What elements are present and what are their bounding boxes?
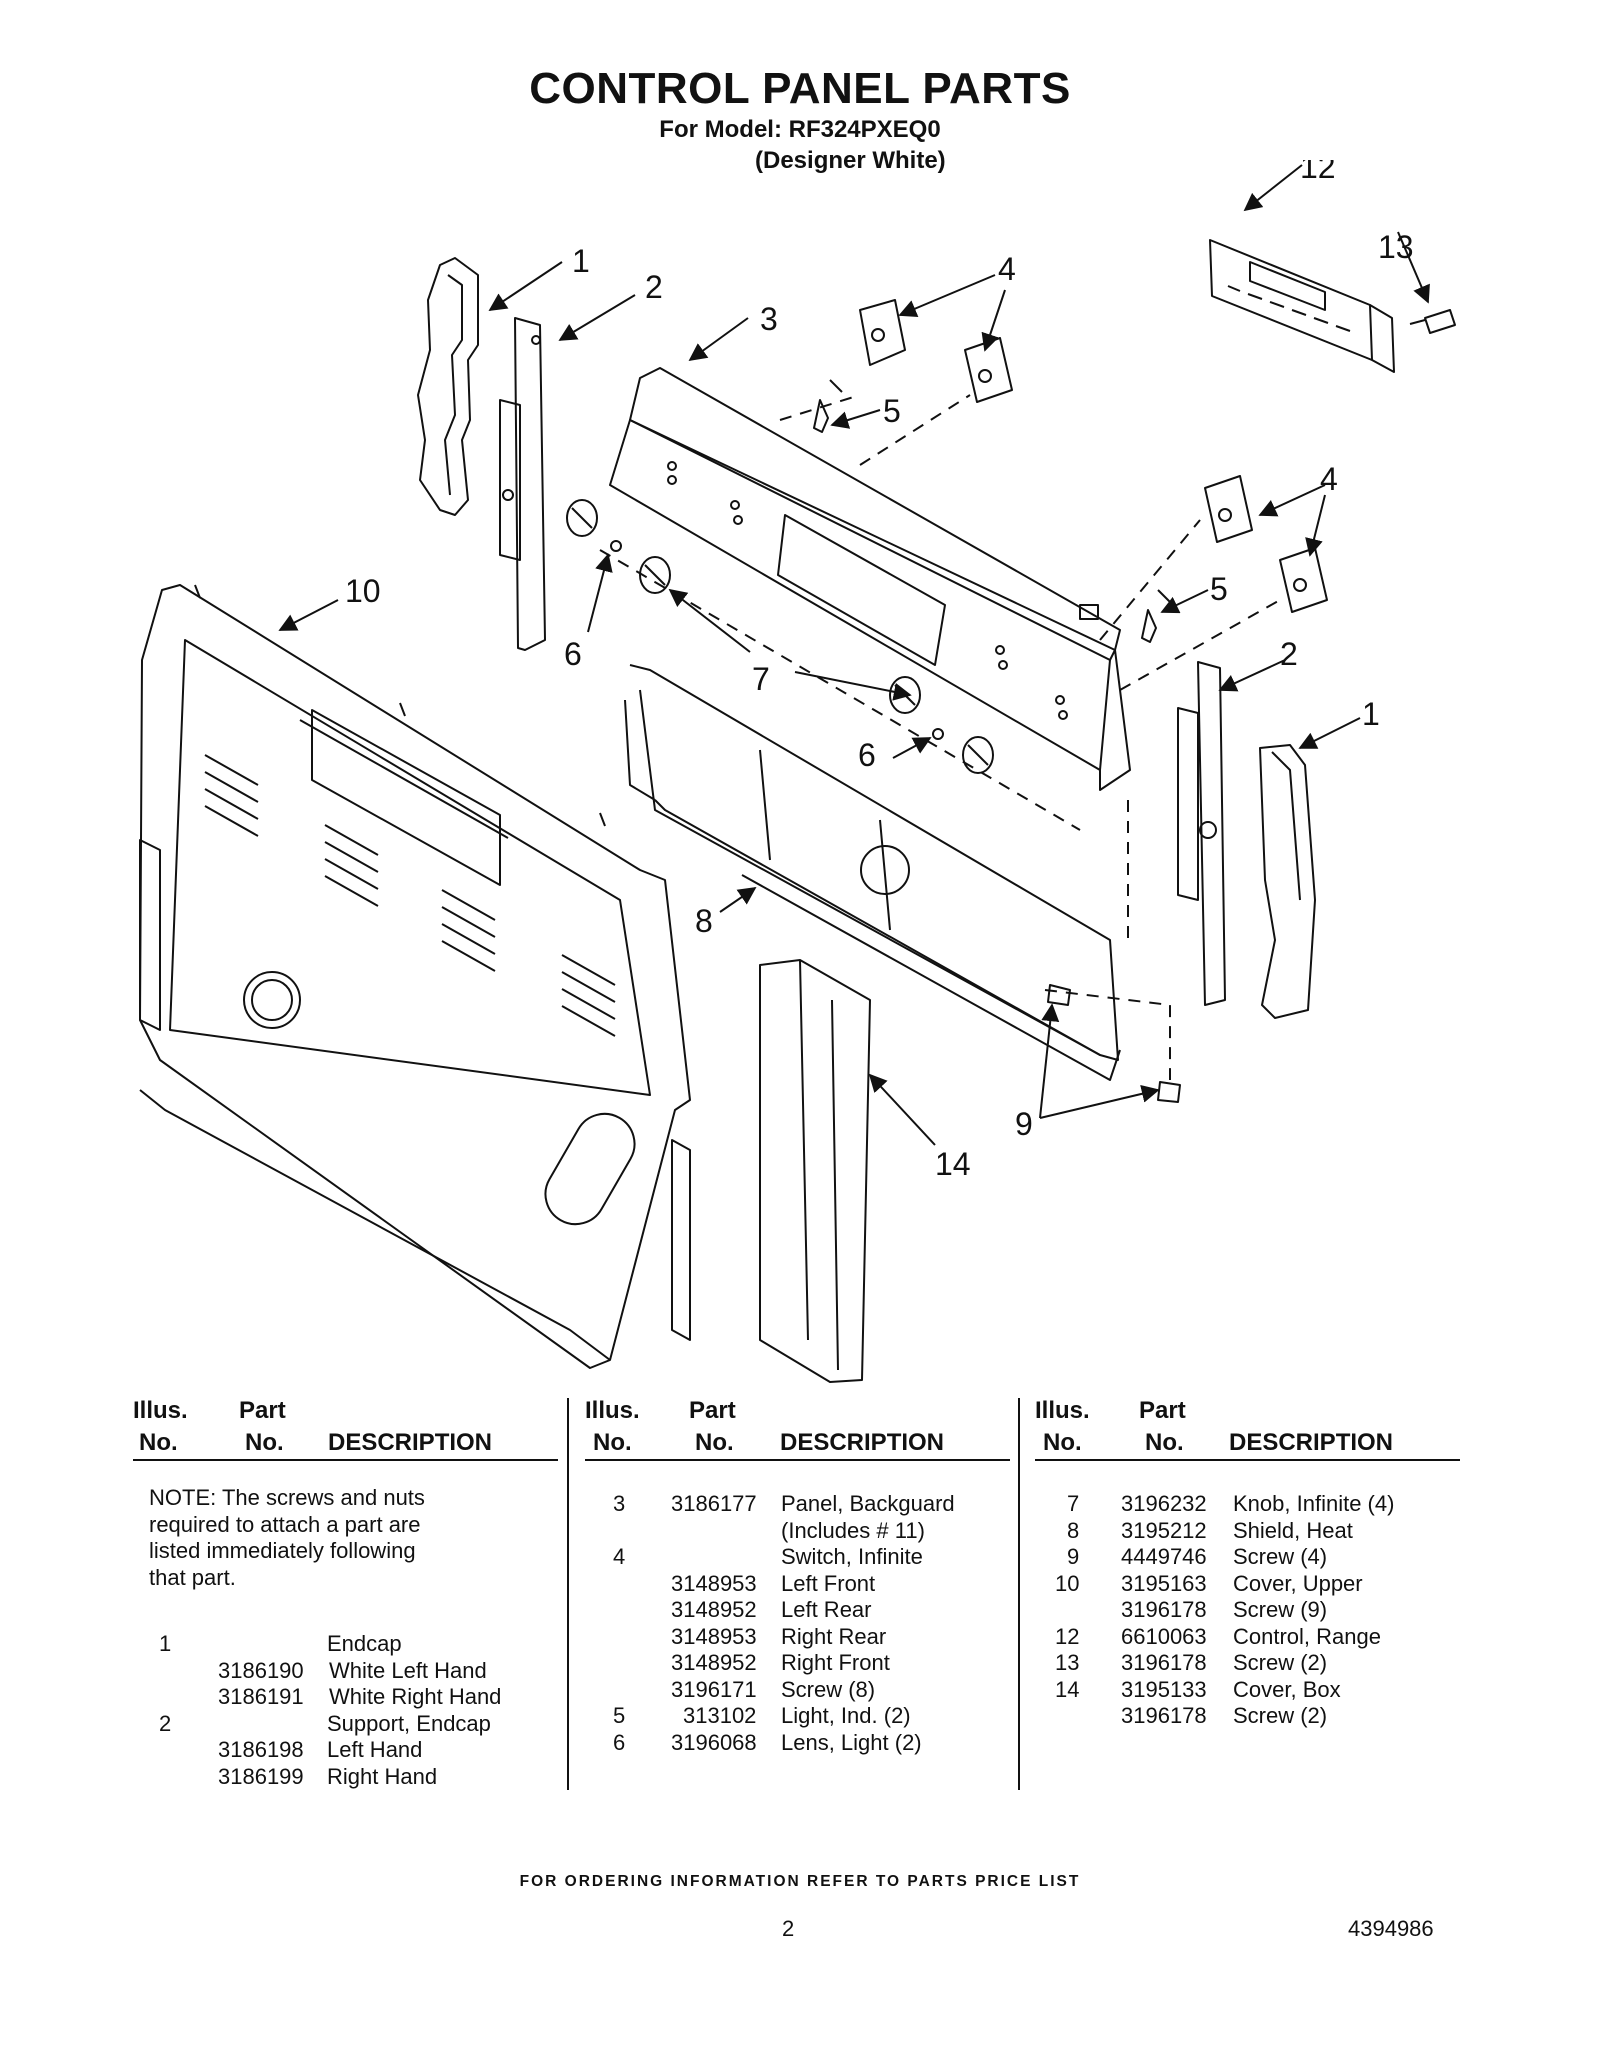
part-switches <box>859 299 1328 613</box>
parts-note: NOTE: The screws and nuts required to at… <box>149 1485 425 1590</box>
header-description: DESCRIPTION <box>780 1429 945 1456</box>
callout-leaders <box>278 164 1430 1146</box>
model-label: For Model: RF324PXEQ0 <box>659 116 941 143</box>
part-box-cover <box>759 959 871 1383</box>
header-illus: Illus. <box>133 1397 188 1424</box>
callout-2-left: 2 <box>645 269 663 305</box>
header-illus-no: No. <box>139 1429 178 1456</box>
callout-5-lower: 5 <box>1210 571 1228 607</box>
callout-8: 8 <box>695 903 713 939</box>
table-row: (Includes # 11) <box>781 1517 925 1543</box>
column-header: Illus. No. Part No. DESCRIPTION <box>1035 1395 1460 1461</box>
variant-label: (Designer White) <box>755 147 946 174</box>
column-header: Illus. No. Part No. DESCRIPTION <box>585 1395 1010 1461</box>
part-lenses <box>610 540 944 740</box>
document-number: 4394986 <box>1348 1916 1434 1941</box>
callout-12: 12 <box>1300 160 1336 185</box>
part-backguard-panel <box>609 367 1131 791</box>
callout-6-lower: 6 <box>858 737 876 773</box>
column-header: Illus. No. Part No. DESCRIPTION <box>133 1395 558 1461</box>
header-part-no: No. <box>245 1429 284 1456</box>
part-upper-cover <box>139 584 691 1369</box>
callout-labels: 1 2 3 4 5 12 13 4 5 10 6 7 2 1 6 8 9 14 <box>345 160 1414 1182</box>
part-endcap-left <box>417 257 479 516</box>
part-indicator-lights <box>813 379 1171 643</box>
part-support-right <box>1177 661 1226 1006</box>
callout-3: 3 <box>760 301 778 337</box>
callout-4-lower: 4 <box>1320 461 1338 497</box>
header-illus-no: No. <box>593 1429 632 1456</box>
page-number: 2 <box>782 1916 795 1941</box>
callout-1-right: 1 <box>1362 696 1380 732</box>
callout-7: 7 <box>752 661 770 697</box>
part-heat-shield <box>624 664 1121 1081</box>
header-illus-no: No. <box>1043 1429 1082 1456</box>
header-part-no: No. <box>695 1429 734 1456</box>
part-endcap-right <box>1259 744 1316 1019</box>
header-part: Part <box>689 1397 736 1424</box>
header-illus: Illus. <box>1035 1397 1090 1424</box>
callout-10: 10 <box>345 573 381 609</box>
header-description: DESCRIPTION <box>328 1429 493 1456</box>
callout-5-upper: 5 <box>883 393 901 429</box>
header-part: Part <box>239 1397 286 1424</box>
part-control-range <box>1209 239 1395 373</box>
header-illus: Illus. <box>585 1397 640 1424</box>
column-divider <box>1018 1398 1020 1790</box>
part-support-left <box>499 317 546 651</box>
callout-4-upper: 4 <box>998 251 1016 287</box>
part-knobs <box>566 499 994 774</box>
ordering-info: FOR ORDERING INFORMATION REFER TO PARTS … <box>519 1873 1081 1890</box>
callout-13: 13 <box>1378 229 1414 265</box>
callout-14: 14 <box>935 1146 971 1182</box>
callout-9: 9 <box>1015 1106 1033 1142</box>
callout-6-upper: 6 <box>564 636 582 672</box>
callout-1-left: 1 <box>572 243 590 279</box>
column-divider <box>567 1398 569 1790</box>
callout-2-right: 2 <box>1280 636 1298 672</box>
header-description: DESCRIPTION <box>1229 1429 1394 1456</box>
part-screw-13 <box>1409 309 1456 334</box>
page-title: CONTROL PANEL PARTS <box>529 64 1071 113</box>
exploded-parts-diagram: 1 2 3 4 5 12 13 4 5 10 6 7 2 1 6 8 9 14 <box>139 160 1456 1383</box>
header-part-no: No. <box>1145 1429 1184 1456</box>
parts-column-1: Illus. No. Part No. DESCRIPTION NOTE: Th… <box>133 1395 558 1790</box>
header-part: Part <box>1139 1397 1186 1424</box>
